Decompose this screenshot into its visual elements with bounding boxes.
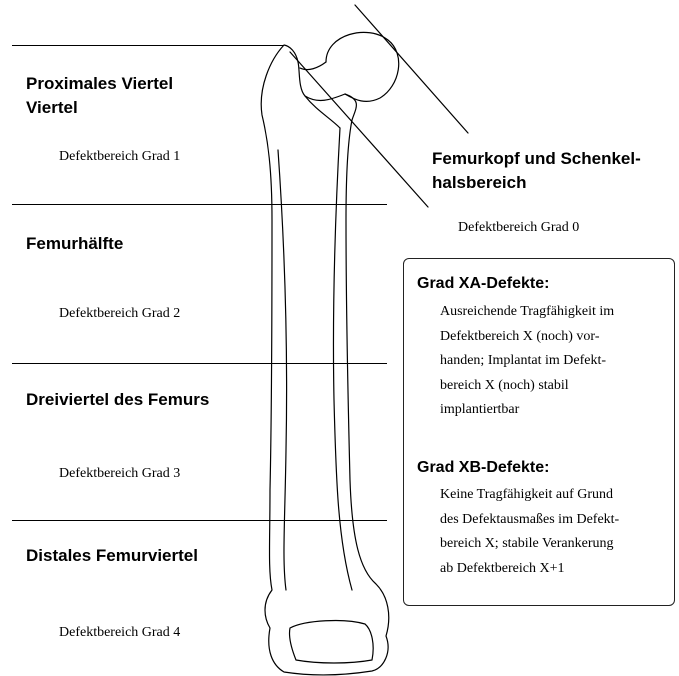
legend-xb-line-4: ab Defektbereich X+1 [440,557,619,582]
legend-xa-line-3: handen; Implantat im Defekt- [440,349,614,374]
neck-cut-line-lower [290,52,428,207]
femoral-head-grade: Defektbereich Grad 0 [458,219,579,237]
legend-xb-text: Keine Tragfähigkeit auf Grund des Defekt… [440,483,619,581]
femoral-head-heading: Femurkopf und Schenkel- halsbereich [432,147,641,195]
region-2-grade: Defektbereich Grad 2 [59,305,180,323]
femoral-head-heading-line-1: Femurkopf und Schenkel- [432,147,641,171]
region-1-heading-line-1: Proximales Viertel [26,72,173,96]
femoral-head-heading-line-2: halsbereich [432,171,641,195]
legend-xb-line-2: des Defektausmaßes im Defekt- [440,508,619,533]
inner-shaft-left [278,150,287,590]
neck-cut-line-upper [355,5,468,133]
defect-legend: Grad XA-Defekte: Ausreichende Tragfähigk… [403,258,675,606]
region-3-heading-line-1: Dreiviertel des Femurs [26,388,209,412]
region-3-heading: Dreiviertel des Femurs [26,388,209,412]
legend-xb-title: Grad XB-Defekte: [417,458,549,478]
region-2-heading: Femurhälfte [26,232,123,256]
legend-xa-text: Ausreichende Tragfähigkeit im Defektbere… [440,300,614,423]
region-1-heading-line-2: Viertel [26,96,173,120]
legend-xb-line-3: bereich X; stabile Verankerung [440,532,619,557]
legend-xa-title: Grad XA-Defekte: [417,274,549,294]
legend-xa-line-2: Defektbereich X (noch) vor- [440,325,614,350]
region-1-grade: Defektbereich Grad 1 [59,148,180,166]
region-4-heading: Distales Femurviertel [26,544,198,568]
region-1-heading: Proximales Viertel Viertel [26,72,173,120]
condyle-detail [289,621,373,663]
region-3-grade: Defektbereich Grad 3 [59,465,180,483]
region-2-heading-line-1: Femurhälfte [26,232,123,256]
region-4-heading-line-1: Distales Femurviertel [26,544,198,568]
femur-outline [261,45,389,675]
legend-xa-line-1: Ausreichende Tragfähigkeit im [440,300,614,325]
legend-xa-line-5: implantiertbar [440,398,614,423]
region-4-grade: Defektbereich Grad 4 [59,624,180,642]
legend-xb-line-1: Keine Tragfähigkeit auf Grund [440,483,619,508]
inner-shaft-right [333,128,352,590]
legend-xa-line-4: bereich X (noch) stabil [440,374,614,399]
